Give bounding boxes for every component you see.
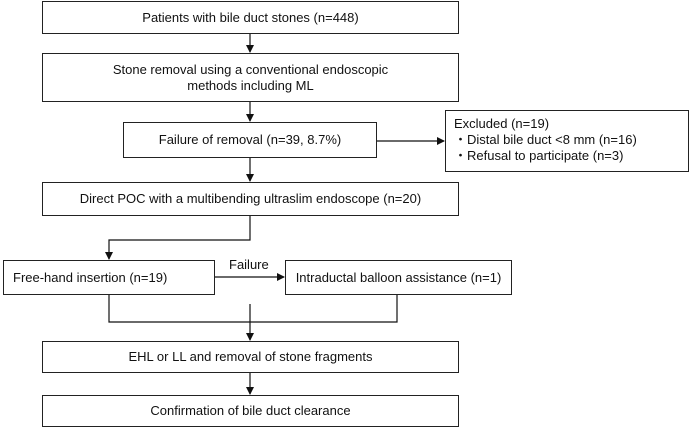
free-hand-text: Free-hand insertion (n=19) [13,269,168,285]
patients-box: Patients with bile duct stones (n=448) [42,1,459,34]
excluded-item-refusal: ・Refusal to participate (n=3) [454,148,624,163]
balloon-box: Intraductal balloon assistance (n=1) [285,260,512,295]
excluded-title: Excluded (n=19) [454,116,550,131]
patients-text: Patients with bile duct stones (n=448) [142,9,359,25]
arrow-poc-to-freehand [105,216,251,260]
stone-removal-text-line2: methods including ML [187,77,314,93]
confirmation-box: Confirmation of bile duct clearance [42,395,459,427]
confirmation-text: Confirmation of bile duct clearance [150,403,351,418]
direct-poc-text: Direct POC with a multibending ultraslim… [79,191,422,206]
stone-removal-box: Stone removal using a conventional endos… [42,53,459,102]
failure-of-removal-text: Failure of removal (n=39, 8.7%) [158,132,342,147]
balloon-text: Intraductal balloon assistance (n=1) [295,269,502,285]
ehl-text: EHL or LL and removal of stone fragments [128,349,373,364]
direct-poc-box: Direct POC with a multibending ultraslim… [42,182,459,216]
ehl-box: EHL or LL and removal of stone fragments [42,341,459,373]
failure-of-removal-box: Failure of removal (n=39, 8.7%) [123,122,377,158]
excluded-box: Excluded (n=19) ・Distal bile duct <8 mm … [445,110,689,172]
excluded-item-distal: ・Distal bile duct <8 mm (n=16) [454,132,637,147]
stone-removal-text-line1: Stone removal using a conventional endos… [112,61,389,77]
failure-label: Failure [229,257,269,272]
free-hand-box: Free-hand insertion (n=19) [3,260,215,295]
arrow-to-ehl [108,295,398,323]
